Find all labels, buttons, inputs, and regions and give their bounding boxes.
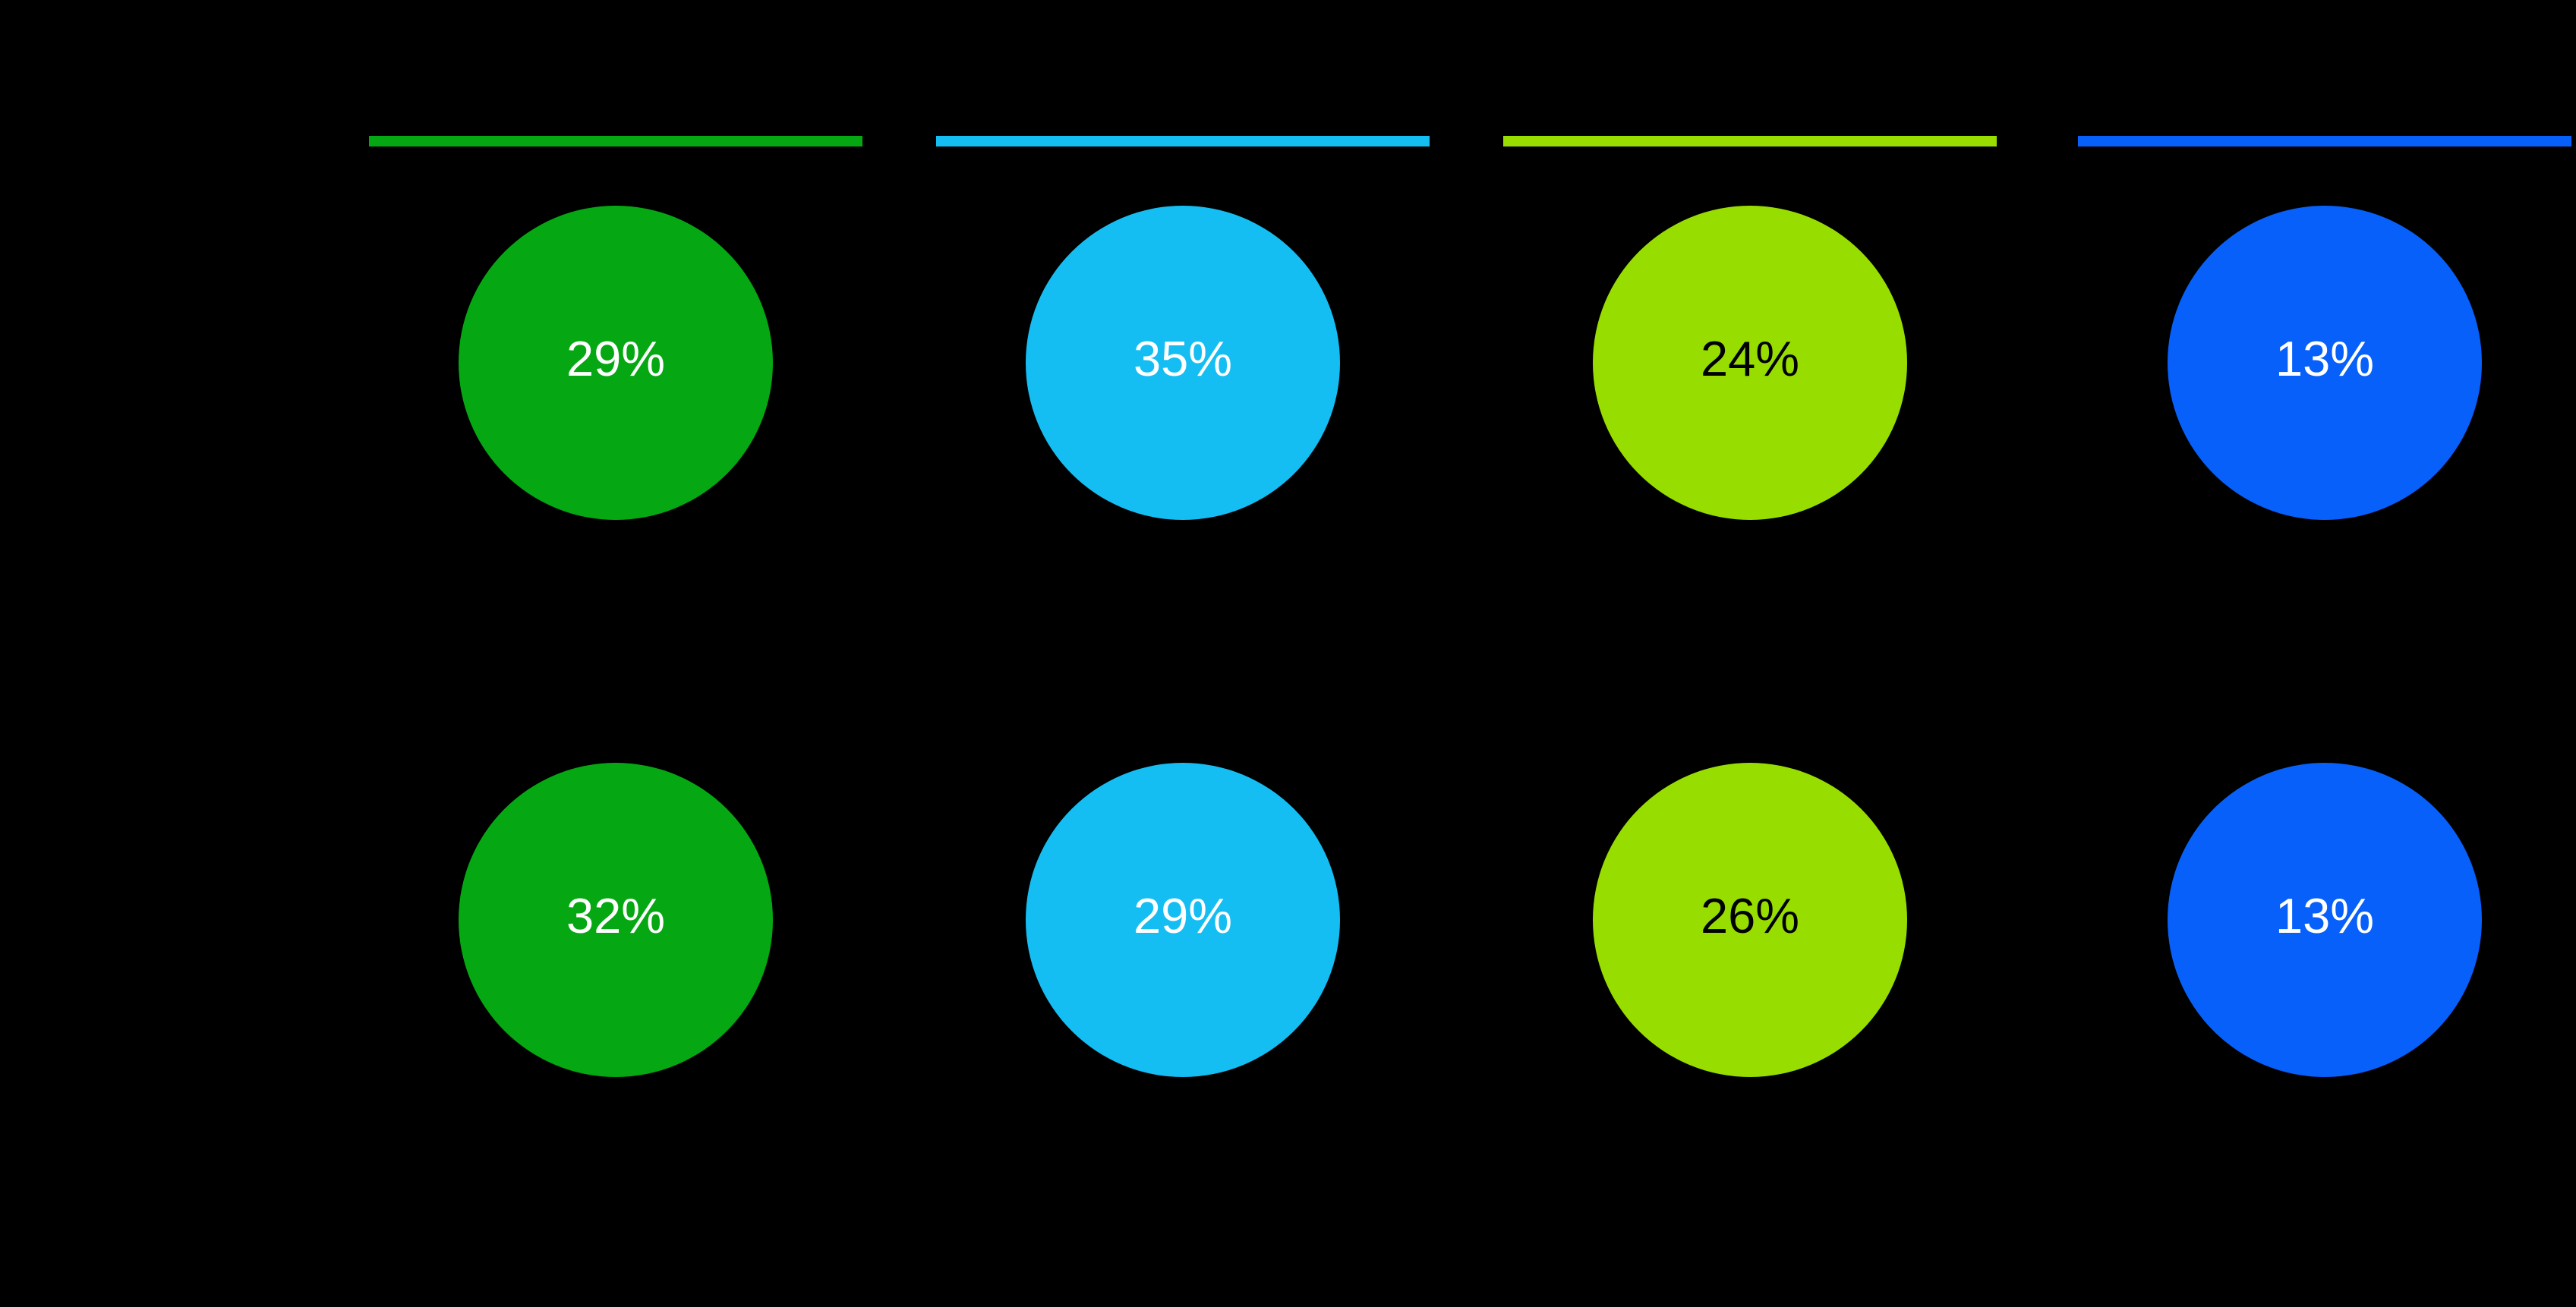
- percentage-value: 29%: [566, 330, 666, 386]
- percentage-value: 13%: [2275, 330, 2375, 386]
- column-1-header-bar: [369, 136, 862, 146]
- percentage-circle-row1-col1: 29%: [459, 206, 773, 520]
- percentage-circle-row2-col4: 13%: [2168, 763, 2482, 1077]
- percentage-value: 29%: [1133, 887, 1233, 943]
- percentage-circle-row2-col1: 32%: [459, 763, 773, 1077]
- percentage-value: 26%: [1700, 887, 1800, 943]
- percentage-circle-row1-col3: 24%: [1593, 206, 1907, 520]
- percentage-value: 35%: [1133, 330, 1233, 386]
- percentage-circle-row1-col4: 13%: [2168, 206, 2482, 520]
- percentage-circle-row2-col3: 26%: [1593, 763, 1907, 1077]
- column-2-header-bar: [936, 136, 1430, 146]
- percentage-circle-row2-col2: 29%: [1026, 763, 1340, 1077]
- column-3-header-bar: [1503, 136, 1997, 146]
- percentage-value: 13%: [2275, 887, 2375, 943]
- percentage-value: 24%: [1700, 330, 1800, 386]
- percentage-circle-row1-col2: 35%: [1026, 206, 1340, 520]
- column-4-header-bar: [2078, 136, 2571, 146]
- percentage-value: 32%: [566, 887, 666, 943]
